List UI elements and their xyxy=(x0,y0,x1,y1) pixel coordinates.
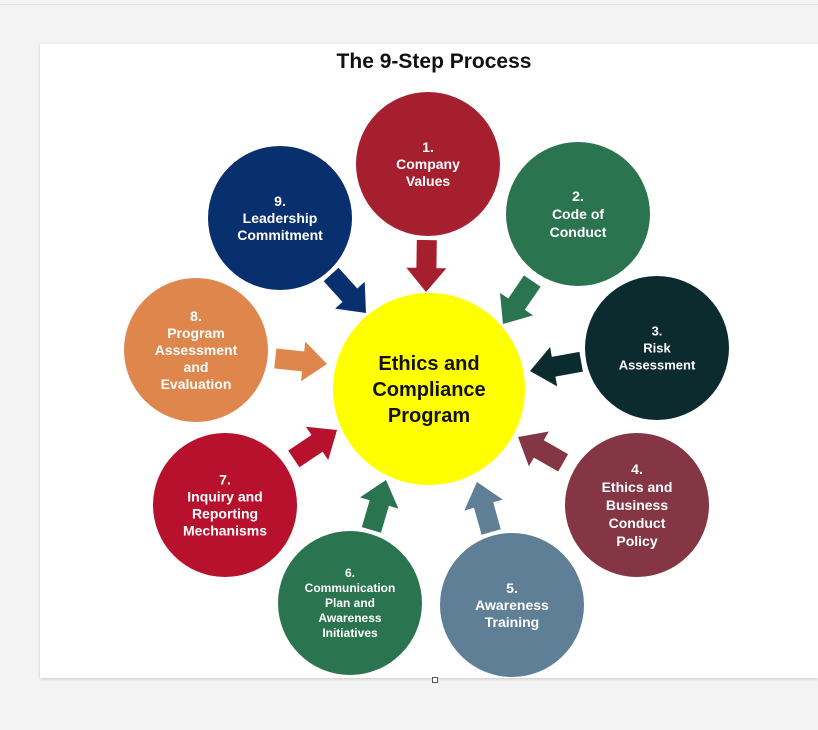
step-4-label: Ethics and xyxy=(602,479,673,495)
step-3-label: 3. xyxy=(652,324,663,339)
center-label: Ethics and xyxy=(378,353,479,375)
step-7-label: Mechanisms xyxy=(183,522,267,538)
step-8-label: Evaluation xyxy=(161,376,232,392)
step-6-label: Communication xyxy=(305,581,396,595)
step-8-label: 8. xyxy=(190,308,202,324)
step-3-label: Assessment xyxy=(619,358,696,373)
step-4-label: Policy xyxy=(616,533,657,549)
center-label: Compliance xyxy=(372,379,485,401)
step-9-label: Commitment xyxy=(237,227,323,243)
step-4-label: Conduct xyxy=(609,515,666,531)
step-8-label: Program xyxy=(167,325,225,341)
step-2-node: 2. Code of Conduct xyxy=(506,142,650,286)
step-6-label: Awareness xyxy=(318,611,381,625)
arrow-step-6 xyxy=(360,480,399,533)
step-7-label: 7. xyxy=(219,471,231,487)
step-9-label: 9. xyxy=(274,193,286,209)
step-9-circle xyxy=(208,146,352,290)
step-1-circle xyxy=(356,92,500,236)
step-8-circle xyxy=(124,278,268,422)
step-5-label: Awareness xyxy=(475,597,549,613)
step-4-label: 4. xyxy=(631,461,643,477)
step-2-label: Conduct xyxy=(550,224,607,240)
step-8-label: Assessment xyxy=(155,342,238,358)
step-1-label: 1. xyxy=(422,139,434,155)
step-6-circle xyxy=(278,531,422,675)
step-3-label: Risk xyxy=(643,341,671,356)
arrow-step-3 xyxy=(530,347,583,387)
center-circle xyxy=(333,293,525,485)
arrow-step-4 xyxy=(518,431,569,472)
step-1-label: Values xyxy=(406,173,451,189)
arrow-step-2 xyxy=(500,275,541,324)
step-6-label: 6. xyxy=(345,566,355,580)
step-5-label: Training xyxy=(485,614,539,630)
step-2-label: 2. xyxy=(572,188,584,204)
step-4-circle xyxy=(565,433,709,577)
step-6-label: Initiatives xyxy=(322,626,378,640)
step-7-label: Reporting xyxy=(192,505,258,521)
center-label: Program xyxy=(388,405,470,427)
arrow-step-7 xyxy=(288,426,337,468)
step-4-label: Business xyxy=(606,497,668,513)
arrow-step-8 xyxy=(274,341,327,382)
step-7-circle xyxy=(153,433,297,577)
arrow-step-9 xyxy=(323,267,366,313)
selection-handle[interactable] xyxy=(432,677,438,683)
arrow-step-5 xyxy=(464,482,503,535)
arrow-step-1 xyxy=(406,239,447,292)
step-1-label: Company xyxy=(396,156,460,172)
step-3-circle xyxy=(585,276,729,420)
step-2-circle xyxy=(506,142,650,286)
step-5-label: 5. xyxy=(506,580,518,596)
step-6-label: Plan and xyxy=(325,596,375,610)
step-2-label: Code of xyxy=(552,206,604,222)
step-5-circle xyxy=(440,533,584,677)
diagram-title: The 9-Step Process xyxy=(336,50,532,73)
step-7-label: Inquiry and xyxy=(187,488,262,504)
step-8-label: and xyxy=(184,359,209,375)
top-divider xyxy=(0,4,818,5)
step-9-label: Leadership xyxy=(243,210,318,226)
